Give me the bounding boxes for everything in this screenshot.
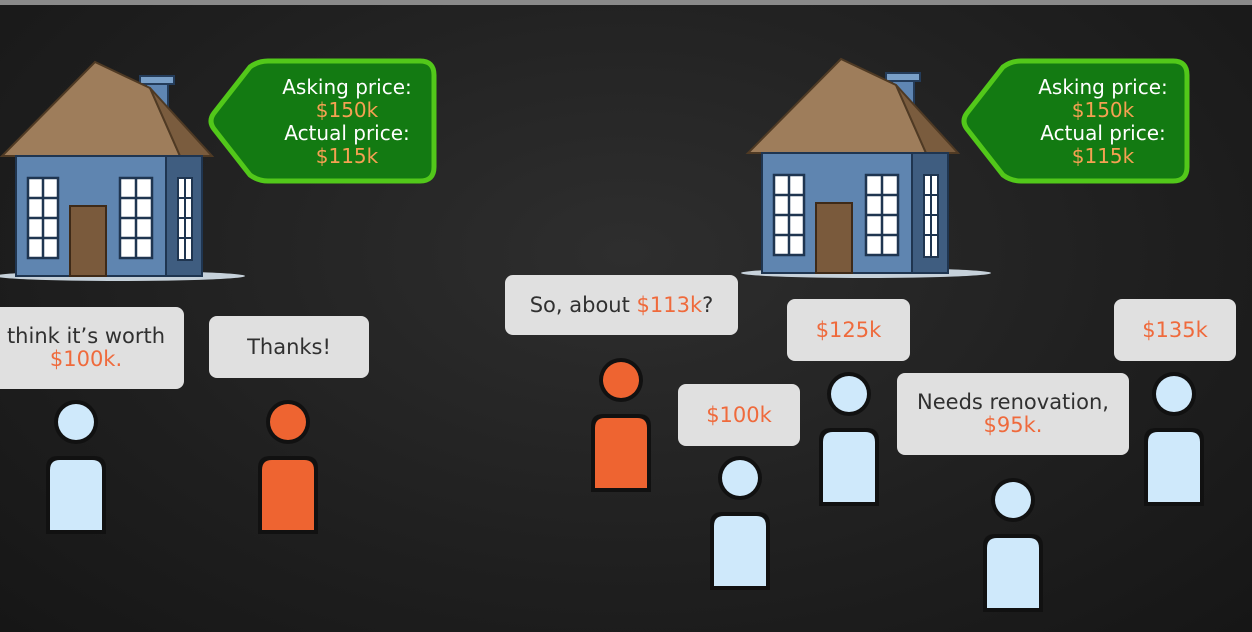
bubble-price: $113k [636, 292, 703, 317]
buyer-person-icon [1144, 372, 1204, 506]
top-border [0, 0, 1252, 5]
buyer-person-icon [819, 372, 879, 506]
buyer-person-icon [983, 478, 1043, 612]
buyer-person-icon [710, 456, 770, 590]
seller-person-icon [258, 400, 318, 534]
seller-speech-bubble: So, about $113k? [505, 275, 738, 335]
seller-speech-bubble: Thanks! [209, 316, 369, 378]
buyer-speech-bubble: think it’s worth $100k. [0, 307, 184, 389]
buyer-speech-bubble: $135k [1114, 299, 1236, 361]
actual-price-value: $115k [1071, 144, 1135, 168]
actual-price-label: Actual price: [284, 121, 410, 145]
bubble-price: $95k. [983, 413, 1043, 437]
actual-price-label: Actual price: [1040, 121, 1166, 145]
seller-person-icon [591, 358, 651, 492]
asking-price-label: Asking price: [1038, 75, 1168, 99]
bubble-price: $125k [815, 317, 882, 342]
house-icon [0, 60, 247, 283]
buyer-speech-bubble: $125k [787, 299, 910, 361]
asking-price-value: $150k [1071, 98, 1135, 122]
bubble-suffix: ? [702, 292, 714, 317]
price-tag-text: Asking price: $150k Actual price: $115k [1018, 76, 1188, 168]
house-icon [739, 57, 993, 280]
bubble-text: Needs renovation, [917, 390, 1109, 414]
bubble-text: So, about [529, 292, 637, 317]
buyer-speech-bubble: $100k [678, 384, 800, 446]
asking-price-label: Asking price: [282, 75, 412, 99]
bubble-text: Thanks! [247, 334, 331, 359]
buyer-person-icon [46, 400, 106, 534]
buyer-speech-bubble: Needs renovation, $95k. [897, 373, 1129, 455]
bubble-price: $100k [706, 402, 772, 427]
asking-price-value: $150k [315, 98, 379, 122]
actual-price-value: $115k [315, 144, 379, 168]
price-tag-text: Asking price: $150k Actual price: $115k [262, 76, 432, 168]
bubble-price: $100k. [49, 347, 123, 371]
bubble-text: think it’s worth [6, 324, 166, 348]
bubble-price: $135k [1142, 317, 1208, 342]
